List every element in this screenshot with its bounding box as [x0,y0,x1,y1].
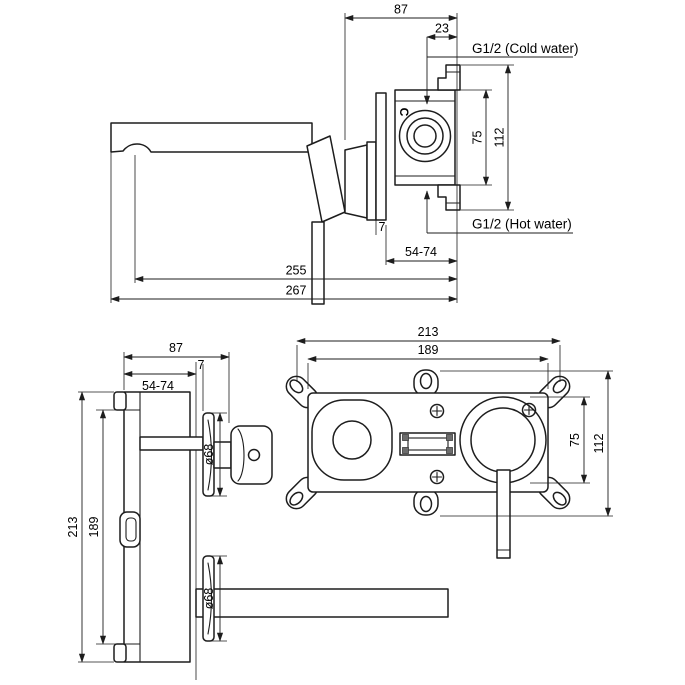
ear-hole [419,372,433,390]
slot-pad [446,447,453,454]
cold-inlet-stub [437,64,461,91]
dim-label-75: 75 [471,131,485,145]
mount-tab-bottom [113,643,127,663]
cartridge-outer-circle [398,109,452,163]
dim-label-dia68-handle: ø68 [202,444,216,466]
ear-hole [419,495,433,513]
center-slot-inner [407,437,449,451]
dim-label-213-front: 213 [418,325,439,339]
cold-water-label: G1/2 (Cold water) [472,41,579,56]
dim-label-112-front: 112 [592,433,606,453]
valve-body [394,89,456,186]
ear-hole [552,379,567,394]
trim-rings [366,141,377,221]
ear-hole [289,379,304,394]
ear-hole [552,491,567,506]
handle-knob-side [230,425,273,485]
spout-bar-side [195,588,449,618]
dim-label-75-front: 75 [568,433,582,447]
dim-label-7: 7 [379,220,386,234]
ear-hole [289,491,304,506]
mount-tab-top [113,391,127,411]
handle-stem [311,221,325,305]
side-view-rough-in-box: 87 7 54-74 213 189 ø68 ø68 [66,341,449,680]
dim-label-112: 112 [493,127,507,147]
spout-trim-arc [207,562,213,635]
handle-lever [306,135,346,223]
dim-label-23: 23 [435,22,449,36]
spout-outlet-hole [332,420,372,460]
handle-trim-arc [207,419,213,491]
wall-plate [375,92,387,221]
cartridge-sleeve [139,436,204,451]
side-clip [119,511,141,548]
handle-stem-side [213,441,232,469]
dim-label-7-side: 7 [198,358,205,372]
dim-label-189-front: 189 [418,343,439,357]
side-section-faucet-view: C 87 23 G1/2 (Cold water) G1/2 (Hot wate… [110,3,579,305]
hot-inlet-stub [437,184,461,211]
handle-cone-adapter [344,144,368,219]
screw [521,402,537,418]
screw [429,469,445,485]
dim-label-dia68-spout: ø68 [202,588,216,610]
spout-outline [110,122,313,153]
hot-water-label: G1/2 (Hot water) [472,217,572,232]
dim-label-54-74: 54-74 [405,245,437,259]
knob-hole [247,448,261,462]
cartridge-c-mark: C [397,108,411,117]
slot-pad [402,447,409,454]
dim-label-255: 255 [286,264,307,278]
spout-outlet-boss [311,399,393,481]
screw [429,403,445,419]
cartridge-inner-circle [413,124,437,148]
lever-rod [496,469,511,559]
dim-label-213-side: 213 [66,517,80,538]
dim-label-267: 267 [286,284,307,298]
slot-pad [446,434,453,441]
front-view-rough-in-box: 213 189 75 112 [285,325,613,559]
slot-pad [402,434,409,441]
dim-label-87: 87 [394,3,408,17]
side-clip-inner [125,517,137,542]
knob-dome-arc [237,428,245,482]
dim-label-87-side: 87 [169,341,183,355]
dim-label-189-side: 189 [87,517,101,538]
cartridge-middle-circle [406,117,444,155]
dim-label-54-74-side: 54-74 [142,379,174,393]
